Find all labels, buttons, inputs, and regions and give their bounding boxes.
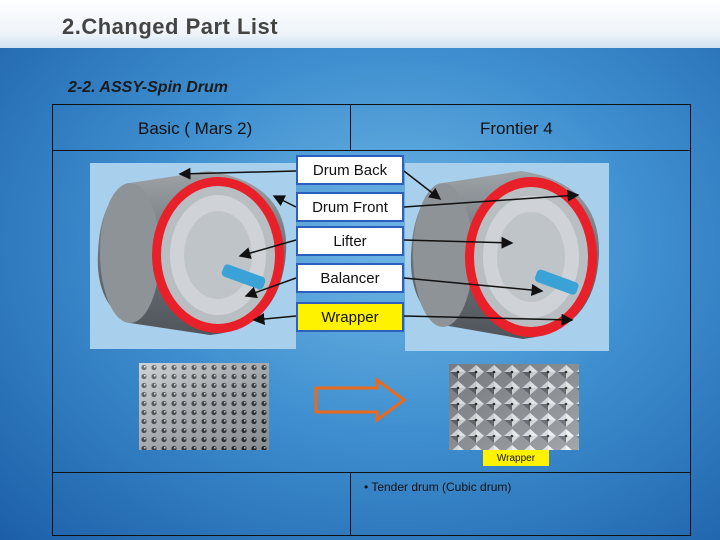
wrapper-caption: Wrapper <box>483 450 549 466</box>
label-balancer: Balancer <box>296 263 404 293</box>
label-drum-front: Drum Front <box>296 192 404 222</box>
label-wrapper: Wrapper <box>296 302 404 332</box>
label-lifter: Lifter <box>296 226 404 256</box>
change-arrow-icon <box>316 380 404 420</box>
label-drum-back: Drum Back <box>296 155 404 185</box>
tender-drum-note: • Tender drum (Cubic drum) <box>364 480 511 494</box>
